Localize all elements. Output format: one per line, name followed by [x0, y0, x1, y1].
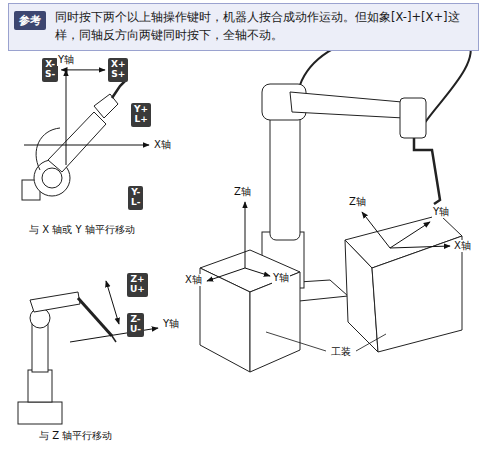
right-workpiece: [345, 215, 462, 352]
side-view-robot: [30, 292, 80, 312]
main-robot: [290, 92, 404, 118]
leader-line: [266, 332, 386, 351]
side-view-robot: [18, 292, 116, 424]
jog-key: Z+ U+: [127, 273, 148, 297]
top-view-axes: [24, 145, 149, 146]
top-view-robot: [94, 94, 118, 118]
jog-key: Y- L-: [128, 186, 143, 210]
axis-label: Z轴: [233, 186, 252, 198]
axis-label: Y轴: [272, 272, 290, 284]
axis-label: Y轴: [162, 318, 180, 330]
left-workpiece-axes: [245, 202, 246, 268]
key-label: X- S-: [45, 60, 55, 80]
top-view-robot: [22, 80, 126, 200]
leader-line: [266, 332, 326, 351]
jog-key: X+ S+: [108, 58, 128, 82]
right-workpiece-axes: [362, 212, 390, 248]
right-workpiece-axes: [390, 246, 450, 248]
note-tag: 参考: [14, 11, 46, 30]
figure-caption: 与 Z 轴平行移动: [38, 430, 113, 442]
motion-arrow: [61, 69, 105, 70]
side-view-axes: [70, 328, 158, 342]
side-view-robot: [18, 402, 62, 424]
side-view-axes: [106, 281, 119, 324]
right-workpiece: [345, 240, 378, 352]
left-workpiece-axes: [207, 202, 270, 281]
key-label: Z+ U+: [130, 275, 145, 295]
side-view-robot: [28, 370, 52, 402]
left-workpiece: [200, 268, 250, 372]
jog-key: X- S-: [42, 58, 58, 82]
left-workpiece-axes: [207, 268, 245, 281]
side-view-robot: [78, 298, 112, 336]
main-robot: [414, 138, 440, 204]
main-robot: [400, 98, 426, 138]
key-label: Z- U-: [130, 315, 141, 335]
right-workpiece-axes: [390, 222, 430, 248]
axis-label: X轴: [153, 139, 172, 151]
part-label: 工装: [330, 346, 352, 358]
note-text: 同时按下两个以上轴操作键时，机器人按合成动作运动。但如象[X-]+[X+]这样，…: [55, 9, 470, 45]
key-label: Y- L-: [131, 188, 140, 208]
main-robot: [270, 112, 300, 240]
axis-label: Y轴: [432, 206, 450, 218]
axis-label: Y轴: [57, 54, 75, 66]
jog-key: Z- U-: [127, 313, 144, 337]
figure-caption: 与 X 轴或 Y 轴平行移动: [28, 224, 136, 236]
left-workpiece: [250, 272, 300, 372]
left-workpiece: [200, 250, 300, 372]
leader-line: [356, 334, 386, 351]
top-view-robot: [112, 80, 126, 98]
top-view-robot: [36, 128, 60, 170]
top-view-robot: [48, 112, 106, 172]
axis-label: X轴: [453, 240, 472, 252]
key-label: X+ S+: [111, 60, 125, 80]
key-label: Y+ L+: [134, 105, 148, 125]
left-workpiece-axes: [245, 268, 270, 276]
side-view-robot: [112, 336, 116, 342]
top-view-axes: [66, 70, 67, 165]
jog-key: Y+ L+: [131, 103, 151, 127]
top-view-robot: [42, 168, 62, 188]
axis-label: Z轴: [348, 196, 367, 208]
axis-label: X轴: [184, 274, 203, 286]
note-panel: 同时按下两个以上轴操作键时，机器人按合成动作运动。但如象[X-]+[X+]这样，…: [8, 3, 479, 51]
tag-text: 参考: [19, 14, 41, 27]
